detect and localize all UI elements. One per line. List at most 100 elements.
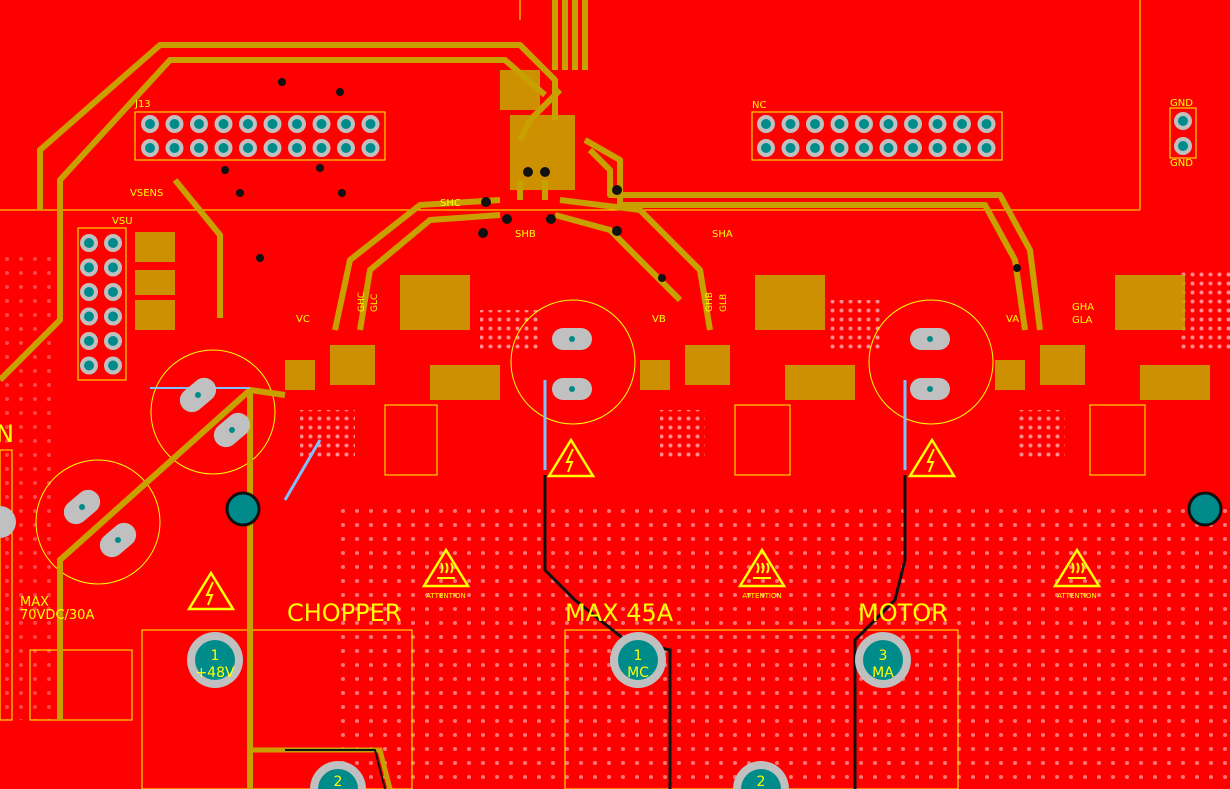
label-shc: SHC [440, 198, 461, 209]
header-pin [1174, 137, 1192, 155]
header-pin [104, 356, 122, 375]
header-pin [361, 139, 380, 157]
mounting-hole[interactable] [1187, 491, 1223, 527]
header-pin [904, 139, 922, 157]
header-pin [781, 139, 800, 157]
mounting-hole[interactable] [225, 491, 261, 527]
header-pin [80, 234, 98, 252]
header-pin [263, 139, 282, 157]
svg-text:3: 3 [879, 648, 888, 664]
terminal-mc[interactable]: 1 MC [610, 632, 666, 688]
connector-nc[interactable] [751, 111, 1003, 161]
header-pin [953, 139, 971, 157]
header-pin [806, 139, 824, 157]
header-pin [104, 258, 122, 277]
power-traces [57, 380, 907, 789]
outline-lines [0, 0, 1146, 789]
capacitor-pad-centers [79, 336, 933, 543]
terminal-ma[interactable]: 3 MA [855, 632, 911, 688]
connector-j13[interactable] [134, 111, 386, 161]
header-pin [80, 258, 98, 277]
terminal-48v[interactable]: 1 +48V [187, 632, 243, 688]
header-pin [190, 115, 208, 133]
connector-vsu[interactable] [77, 227, 127, 381]
via-cluster [300, 410, 355, 460]
high-voltage-warning-icon [907, 437, 957, 478]
header-pin [165, 115, 184, 133]
label-vc: VC [296, 314, 310, 325]
header-pin [928, 139, 947, 157]
label-max: MAX [20, 595, 49, 610]
header-pin [830, 115, 849, 133]
hot-surface-warning-icon [737, 547, 787, 588]
label-gha: GHA [1072, 302, 1094, 313]
high-voltage-warning-icon [186, 570, 236, 611]
header-pin [855, 139, 873, 157]
label-attention: ATTENTION [1057, 592, 1096, 600]
label-shb: SHB [515, 229, 536, 240]
header-pin [879, 139, 898, 157]
header-pin [80, 332, 98, 350]
label-voltage-rating: 70VDC/30A [20, 608, 94, 623]
header-pin [312, 115, 331, 133]
hot-surface-warning-icon [1052, 547, 1102, 588]
header-pin [104, 283, 122, 301]
header-pin [1174, 112, 1192, 130]
header-pin [830, 139, 849, 157]
label-vb: VB [652, 314, 666, 325]
terminal-2-left[interactable]: 2 [310, 761, 366, 789]
header-pin [953, 115, 971, 133]
header-pin [855, 115, 873, 133]
header-pin [141, 139, 159, 157]
label-j13: J13 [134, 99, 151, 110]
header-pin [312, 139, 331, 157]
label-nc: NC [752, 100, 766, 111]
header-pin [928, 115, 947, 133]
label-va: VA [1006, 314, 1019, 325]
label-attention: ATTENTION [742, 592, 781, 600]
header-pin [288, 115, 306, 133]
svg-text:MA: MA [872, 665, 894, 681]
header-pin [781, 115, 800, 133]
header-pin [757, 115, 775, 133]
header-pin [361, 115, 380, 133]
terminal-2-right[interactable]: 2 [733, 761, 789, 789]
connector-gnd[interactable] [1169, 107, 1197, 159]
header-pin [879, 115, 898, 133]
label-glb: GLB [719, 294, 729, 312]
via-cluster [1180, 270, 1230, 350]
hot-surface-warning-icon [421, 547, 471, 588]
label-max-current: MAX 45A [565, 599, 674, 627]
svg-text:+48V: +48V [195, 665, 235, 681]
vias [221, 78, 1021, 282]
header-pin [214, 115, 233, 133]
svg-text:2: 2 [757, 774, 766, 789]
copper-pours [135, 70, 1210, 400]
svg-text:1: 1 [634, 648, 643, 664]
header-pin [104, 234, 122, 252]
header-pin [263, 115, 282, 133]
header-pin [104, 332, 122, 350]
via-field-bottom [340, 500, 1230, 789]
via-cluster [830, 300, 880, 350]
label-motor: MOTOR [858, 599, 948, 627]
header-pin [337, 139, 355, 157]
label-chopper: CHOPPER [287, 599, 401, 627]
svg-text:1: 1 [211, 648, 220, 664]
header-pin [80, 307, 98, 326]
header-pin [165, 139, 184, 157]
header-pin [904, 115, 922, 133]
header-pin [806, 115, 824, 133]
via-cluster [1015, 410, 1065, 460]
label-sha: SHA [712, 229, 733, 240]
high-voltage-warning-icon [546, 437, 596, 478]
copper-traces [0, 0, 1043, 383]
mounting-hole[interactable] [0, 506, 16, 538]
header-pin [190, 139, 208, 157]
label-attention: ATTENTION [426, 592, 465, 600]
header-pin [337, 115, 355, 133]
header-pin [104, 307, 122, 326]
label-vsu: VSU [112, 216, 133, 227]
label-gla: GLA [1072, 315, 1093, 326]
